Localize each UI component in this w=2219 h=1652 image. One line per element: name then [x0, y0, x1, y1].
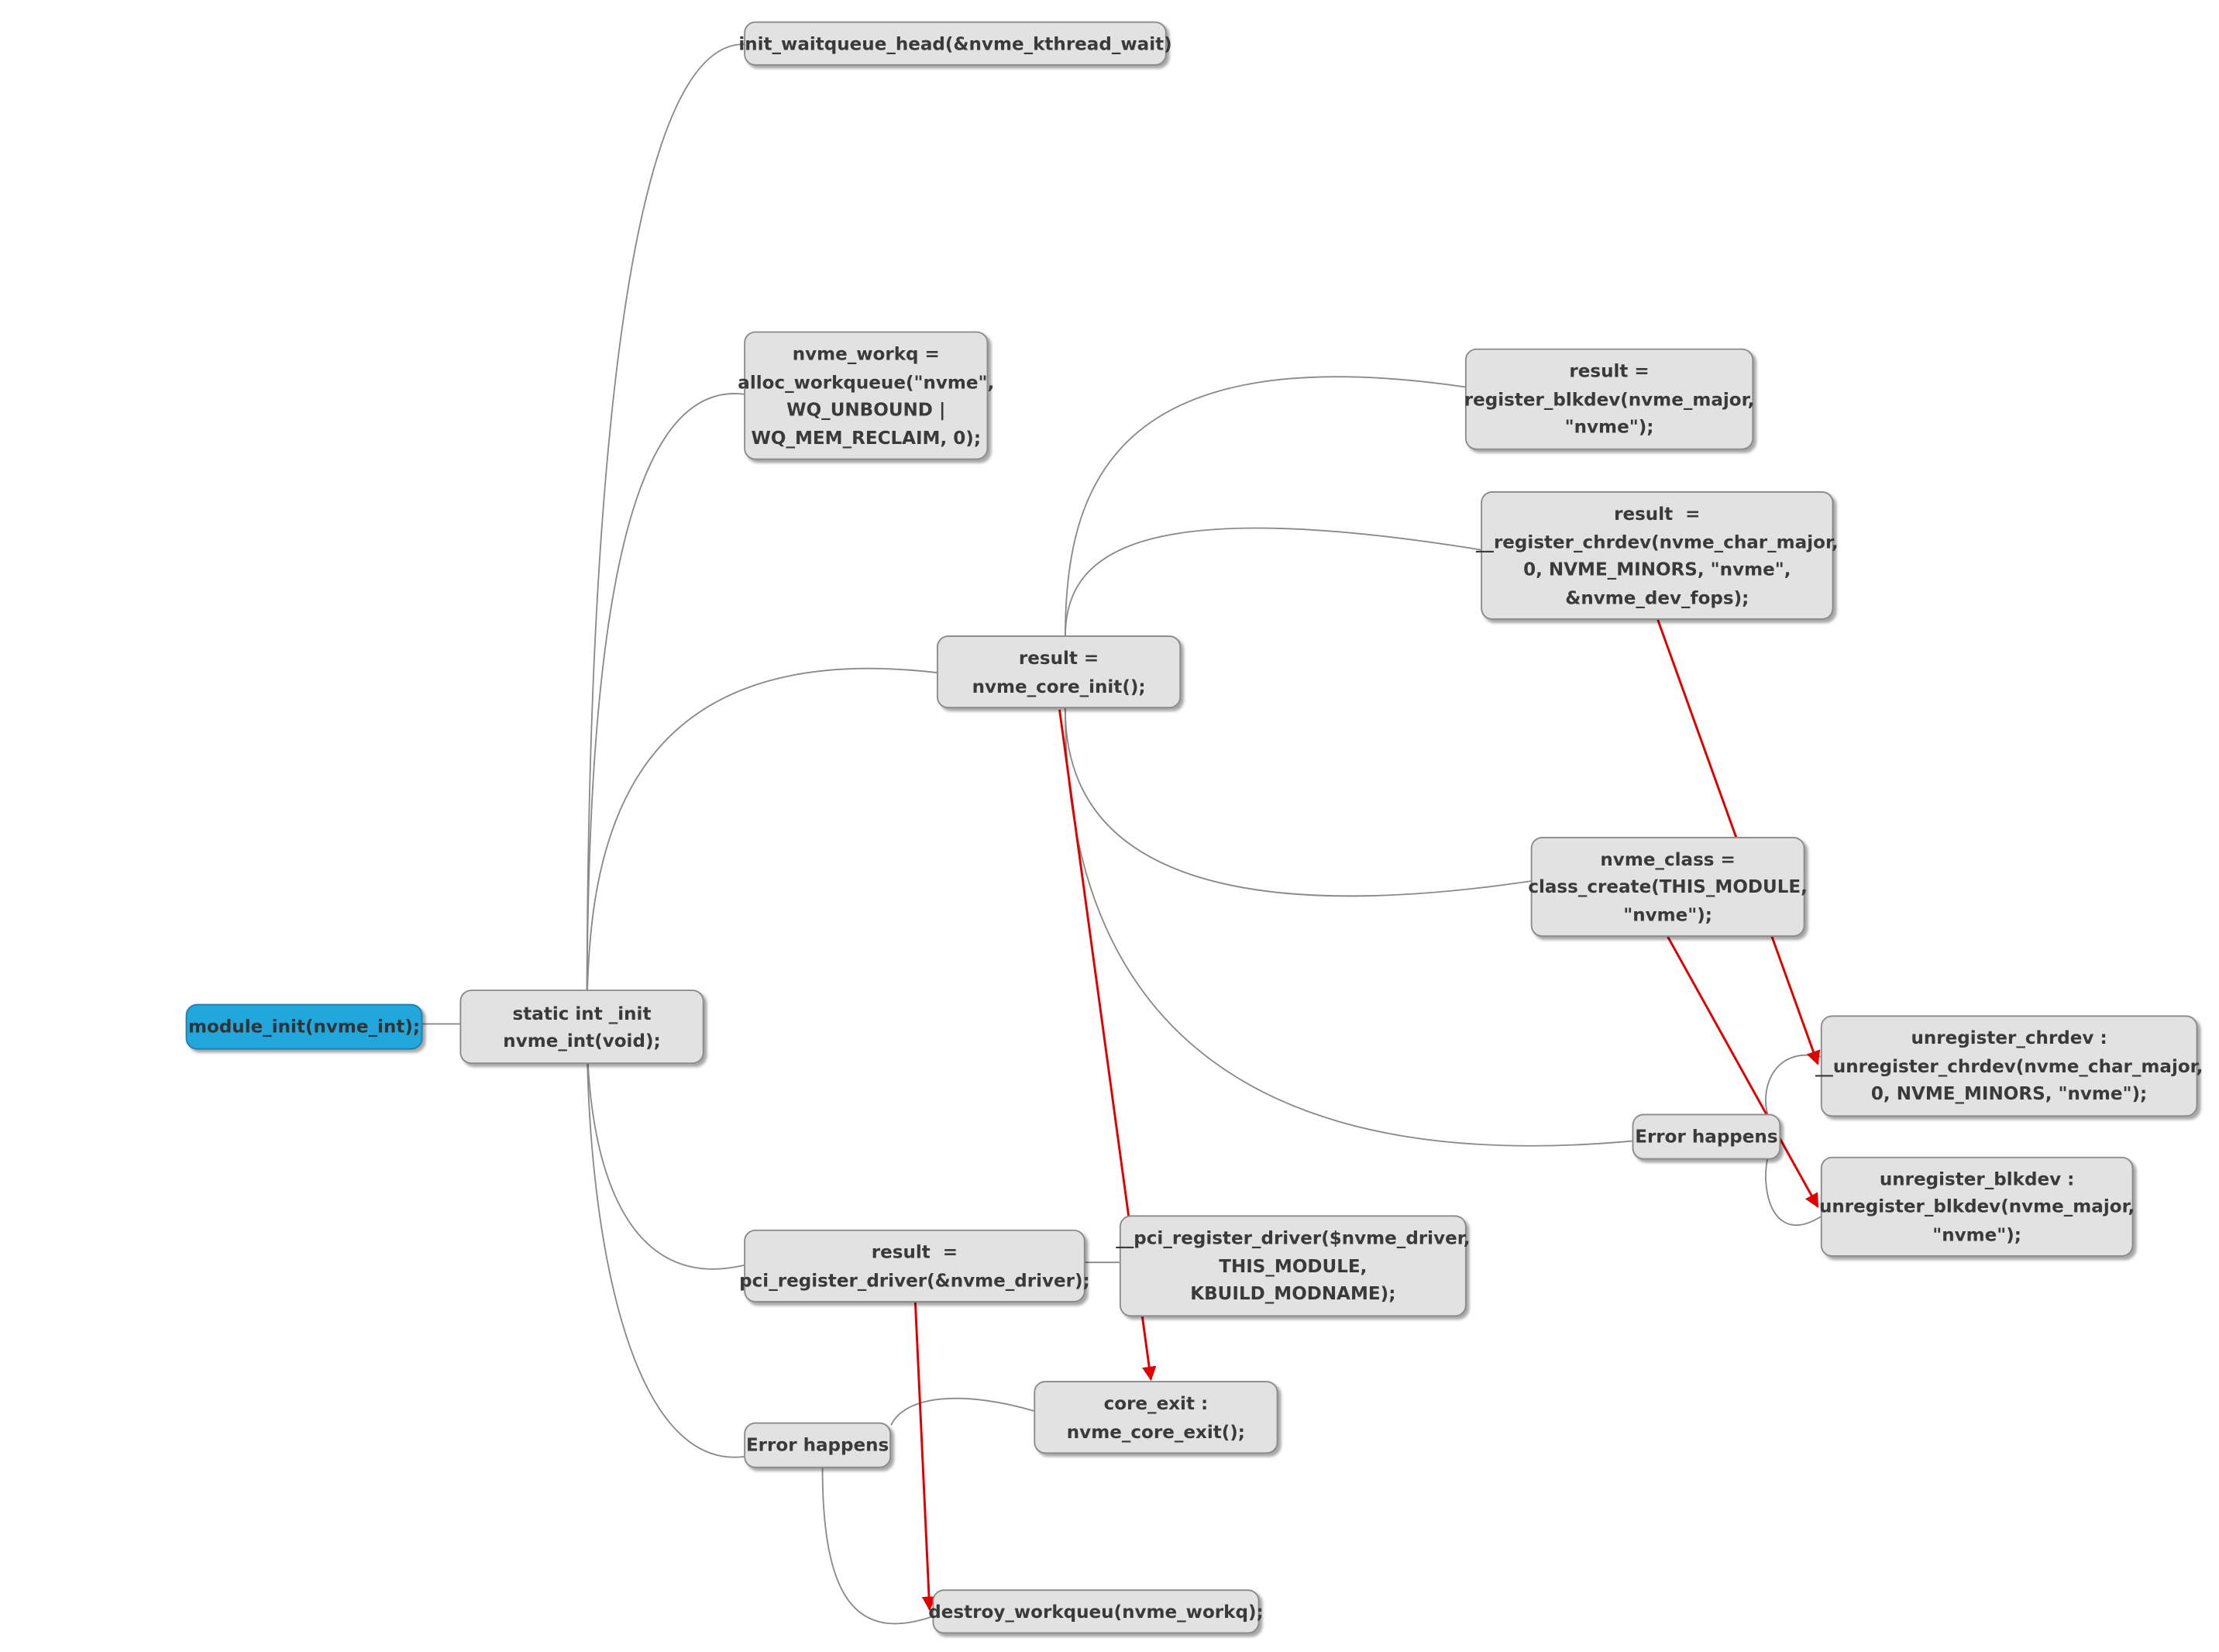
node-text-line: result =	[1614, 502, 1701, 525]
branch-to-core-init	[586, 667, 937, 1024]
node-text-line: "nvme");	[1623, 903, 1713, 925]
node-pci-register-inner[interactable]: __pci_register_driver($nvme_driver, THIS_…	[1116, 1215, 1470, 1317]
node-text-line: __pci_register_driver($nvme_driver,	[1116, 1227, 1471, 1249]
node-core-init[interactable]: result = nvme_core_init();	[937, 635, 1182, 709]
branch-to-destroy-workqueue	[821, 1468, 933, 1625]
node-register-blkdev[interactable]: result = register_blkdev(nvme_major, "nvme…	[1464, 348, 1755, 450]
branch-to-pci-register	[586, 1024, 745, 1270]
node-text-line: KBUILD_MODNAME);	[1190, 1282, 1396, 1305]
node-text-line: register_blkdev(nvme_major,	[1464, 387, 1755, 410]
node-text-line: unregister_blkdev(nvme_major,	[1818, 1196, 2135, 1217]
node-core-exit[interactable]: core_exit : nvme_core_exit();	[1034, 1381, 1278, 1454]
node-error-main[interactable]: Error happens	[744, 1422, 892, 1468]
node-text-line: THIS_MODULE,	[1219, 1254, 1368, 1277]
node-text-line: init_waitqueue_head(&nvme_kthread_wait)	[738, 32, 1172, 54]
node-text-line: nvme_int(void);	[503, 1029, 661, 1051]
node-text-line: nvme_core_init();	[972, 674, 1146, 697]
node-error-core[interactable]: Error happens	[1632, 1113, 1781, 1160]
node-module-init[interactable]: module_init(nvme_int);	[185, 1003, 423, 1050]
node-unregister-chrdev[interactable]: unregister_chrdev : __unregister_chrdev(n…	[1815, 1015, 2203, 1117]
node-text-line: module_init(nvme_int);	[187, 1015, 421, 1038]
branch-to-register-blkdev	[1064, 376, 1466, 637]
node-text-line: __register_chrdev(nvme_char_major,	[1475, 530, 1839, 552]
node-text-line: nvme_class =	[1600, 848, 1736, 869]
node-text-line: "nvme");	[1564, 415, 1654, 438]
node-text-line: unregister_blkdev :	[1879, 1168, 2075, 1189]
branch-to-nvme-workq	[586, 393, 745, 1024]
node-text-line: Error happens	[745, 1433, 889, 1456]
node-text-line: result =	[871, 1241, 958, 1263]
node-destroy-workqueue[interactable]: destroy_workqueu(nvme_workq);	[928, 1589, 1264, 1634]
branch-to-init-waitqueue	[586, 43, 745, 1024]
node-text-line: unregister_chrdev :	[1911, 1027, 2107, 1049]
node-class-create[interactable]: nvme_class = class_create(THIS_MODULE, "nv…	[1528, 836, 1808, 938]
branch-to-error-main	[586, 1024, 745, 1458]
error-arrow-class-create-to-unregister-blkdev	[1667, 936, 1819, 1208]
node-text-line: result =	[1018, 646, 1099, 669]
branch-to-register-chrdev	[1064, 527, 1481, 637]
node-text-line: result =	[1569, 360, 1650, 382]
node-pci-register[interactable]: result = pci_register_driver(&nvme_driver…	[739, 1229, 1090, 1303]
node-text-line: Error happens	[1635, 1125, 1778, 1148]
node-register-chrdev[interactable]: result = __register_chrdev(nvme_char_majo…	[1476, 490, 1839, 620]
node-text-line: class_create(THIS_MODULE,	[1528, 876, 1808, 897]
node-text-line: alloc_workqueue("nvme",	[738, 370, 995, 392]
error-arrow-pci-register-to-destroy-workqueue	[913, 1302, 937, 1611]
node-text-line: destroy_workqueu(nvme_workq);	[928, 1600, 1264, 1623]
node-nvme-workq[interactable]: nvme_workq = alloc_workqueue("nvme", WQ_UN…	[738, 331, 994, 460]
node-text-line: WQ_MEM_RECLAIM, 0);	[751, 426, 982, 448]
node-text-line: core_exit :	[1103, 1392, 1209, 1414]
node-text-line: "nvme");	[1932, 1223, 2022, 1245]
node-unregister-blkdev[interactable]: unregister_blkdev : unregister_blkdev(nvm…	[1818, 1156, 2135, 1257]
node-text-line: nvme_core_exit();	[1066, 1420, 1246, 1442]
branch-to-class-create	[1064, 708, 1531, 897]
node-nvme-int[interactable]: static int _init nvme_int(void);	[459, 989, 704, 1065]
node-text-line: 0, NVME_MINORS, "nvme",	[1523, 558, 1791, 580]
node-text-line: static int _init	[512, 1001, 652, 1024]
node-text-line: nvme_workq =	[792, 342, 940, 364]
node-text-line: pci_register_driver(&nvme_driver);	[739, 1268, 1090, 1291]
node-text-line: 0, NVME_MINORS, "nvme");	[1870, 1082, 2148, 1105]
node-init-waitqueue[interactable]: init_waitqueue_head(&nvme_kthread_wait)	[738, 21, 1172, 66]
node-text-line: __unregister_chrdev(nvme_char_major,	[1815, 1055, 2204, 1077]
branch-to-core-exit	[890, 1397, 1034, 1426]
node-text-line: WQ_UNBOUND |	[786, 398, 946, 420]
node-text-line: &nvme_dev_fops);	[1565, 586, 1749, 608]
